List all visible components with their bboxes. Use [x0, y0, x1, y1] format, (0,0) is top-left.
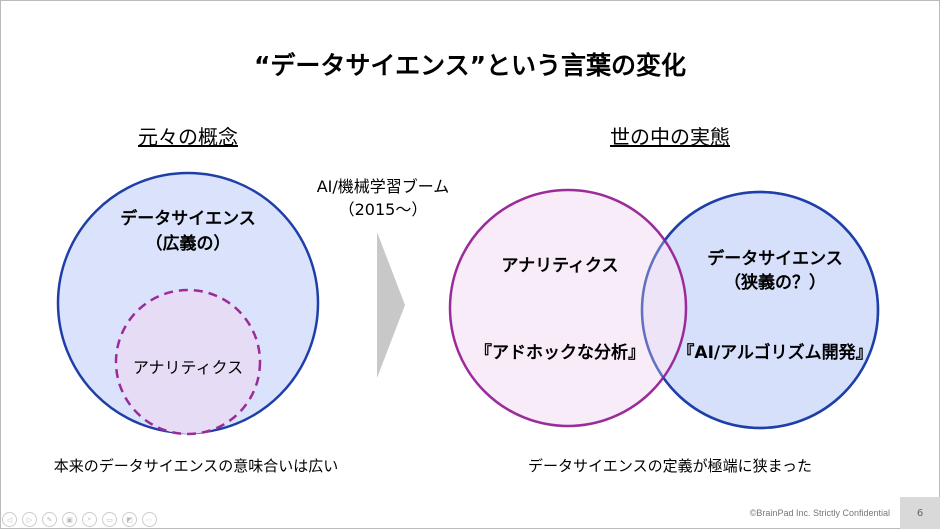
right-heading: 世の中の実態 — [610, 125, 730, 149]
left-heading: 元々の概念 — [138, 125, 238, 149]
copyright: ©BrainPad Inc. Strictly Confidential — [749, 508, 890, 518]
outer-label-line1: データサイエンス — [120, 208, 256, 229]
slideshow-controls: ◁ ▷ ✎ ▣ ⌕ ▭ ◩ ⋯ — [2, 512, 157, 527]
analytics-label: アナリティクス — [501, 256, 618, 276]
left-caption: 本来のデータサイエンスの意味合いは広い — [54, 457, 339, 475]
prev-icon[interactable]: ◁ — [2, 512, 17, 527]
arrow-chevron-icon — [377, 232, 405, 378]
ds-label-line2: （狭義の？） — [724, 272, 826, 293]
analytics-inner-circle — [114, 288, 262, 436]
ds-label-line1: データサイエンス — [707, 248, 843, 269]
right-caption: データサイエンスの定義が極端に狭まった — [528, 457, 812, 475]
slides-icon[interactable]: ▣ — [62, 512, 77, 527]
slide-title: “データサイエンス”という言葉の変化 — [254, 51, 686, 80]
pen-icon[interactable]: ✎ — [42, 512, 57, 527]
ds-sub-label: 『AI/アルゴリズム開発』 — [677, 342, 872, 363]
page-number: 6 — [900, 497, 940, 529]
more-icon[interactable]: ⋯ — [142, 512, 157, 527]
data-science-narrow-outline — [640, 190, 880, 430]
analytics-circle — [448, 188, 688, 428]
next-icon[interactable]: ▷ — [22, 512, 37, 527]
transition-line2: （2015～） — [339, 200, 428, 219]
zoom-icon[interactable]: ⌕ — [82, 512, 97, 527]
camera-icon[interactable]: ◩ — [122, 512, 137, 527]
inner-label: アナリティクス — [133, 358, 243, 377]
outer-label-line2: （広義の） — [146, 233, 231, 254]
analytics-sub-label: 『アドホックな分析』 — [475, 342, 645, 363]
subtitle-icon[interactable]: ▭ — [102, 512, 117, 527]
transition-line1: AI/機械学習ブーム — [317, 177, 450, 196]
